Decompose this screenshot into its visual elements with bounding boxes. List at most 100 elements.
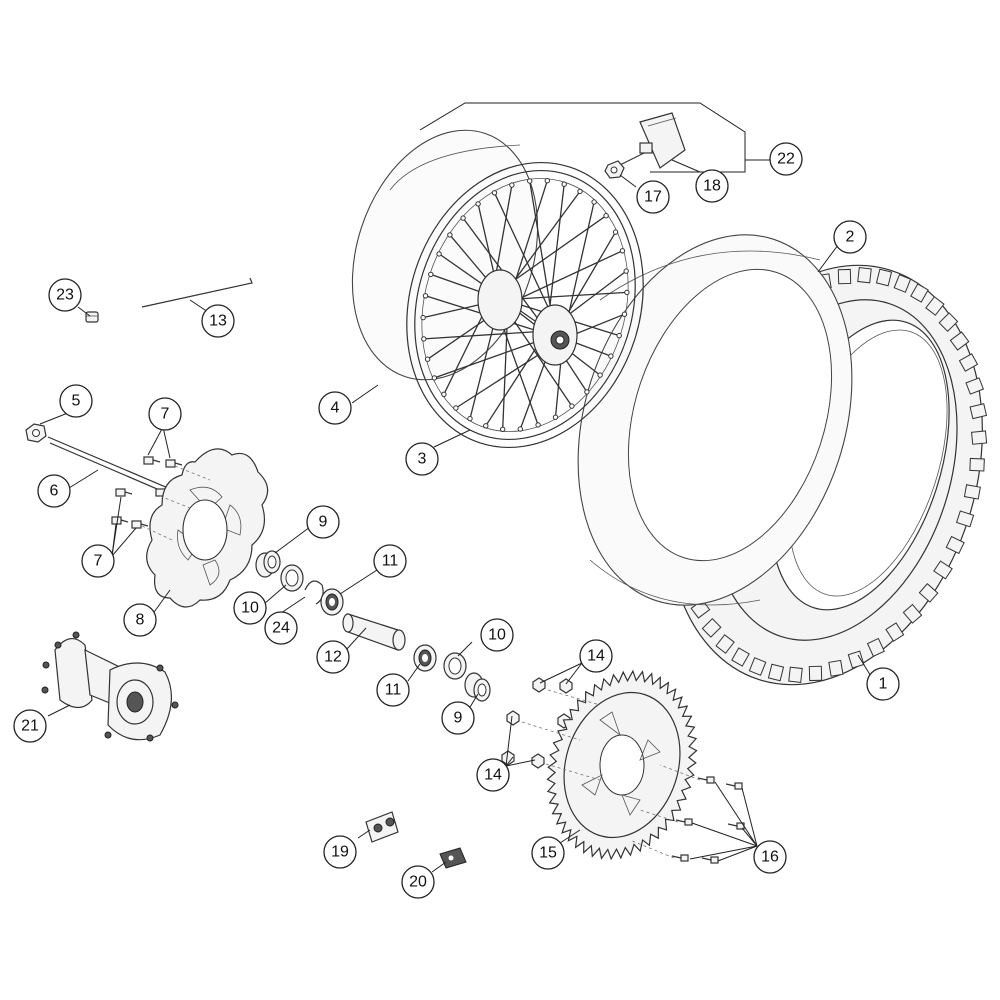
svg-text:24: 24 [272, 620, 290, 637]
rear-hub [41, 631, 179, 742]
callout-1: 1 [866, 667, 900, 701]
rim-lock-nut [604, 160, 625, 179]
leader-lines [39, 102, 873, 873]
tread-knob [955, 510, 975, 528]
spoke-nipple [597, 372, 603, 378]
spoke-nipple [624, 289, 630, 296]
callout-15: 15 [531, 836, 565, 870]
callout-5: 5 [59, 384, 93, 418]
svg-text:14: 14 [484, 767, 502, 784]
svg-text:4: 4 [331, 400, 340, 417]
spoke-nipple [616, 332, 622, 339]
callout-23: 23 [48, 278, 82, 312]
spoke-nipple [591, 199, 597, 205]
tread-knob [857, 267, 872, 284]
callout-10-right: 10 [480, 618, 514, 652]
tread-knob [925, 296, 945, 316]
callout-6: 6 [37, 474, 71, 508]
spoke-rod [141, 277, 253, 308]
spoke-nipple [500, 426, 506, 432]
rim-lock [619, 112, 686, 169]
spoke-nipple [517, 426, 523, 432]
tread-knob [949, 331, 970, 351]
tread-knob [965, 377, 985, 395]
spoke-nipple [453, 405, 459, 411]
svg-text:11: 11 [382, 553, 399, 570]
spoke-nipple [509, 182, 515, 188]
tread-knob [837, 268, 852, 285]
tread-knob [715, 634, 735, 654]
tread-knob [767, 663, 785, 682]
callout-17: 17 [636, 180, 670, 214]
svg-text:7: 7 [94, 553, 103, 570]
chain-clip [439, 847, 467, 869]
spoke [507, 250, 623, 305]
spoke-nipple [612, 229, 619, 235]
tread-knob [788, 666, 803, 683]
tread-knob [910, 283, 929, 303]
callout-20: 20 [401, 865, 435, 899]
seal-left [280, 564, 304, 592]
spoke-nipple [608, 353, 614, 359]
tread-knob [969, 403, 988, 420]
callout-11-bottom: 11 [376, 673, 410, 707]
spoke-nipple [552, 414, 559, 420]
spoke-nipple [584, 389, 590, 395]
sprocket-bolts [671, 776, 745, 864]
spoke-nipple [619, 248, 626, 254]
valve-nut [85, 311, 99, 323]
spoke-nipples [420, 178, 630, 432]
spoke-nipple [623, 268, 629, 274]
svg-text:11: 11 [385, 682, 402, 699]
svg-text:6: 6 [50, 483, 59, 500]
tread-knob [969, 457, 985, 472]
svg-text:14: 14 [587, 648, 605, 665]
callout-12: 12 [316, 640, 350, 674]
svg-text:22: 22 [777, 151, 795, 168]
callout-18: 18 [695, 169, 729, 203]
callout-19: 19 [323, 835, 357, 869]
tread-knob [808, 665, 823, 682]
spoke-nipple [424, 356, 431, 362]
svg-text:12: 12 [324, 649, 342, 666]
callout-2: 2 [833, 220, 867, 254]
svg-text:2: 2 [846, 229, 855, 246]
inner-tube [577, 234, 853, 606]
bearing-left [320, 588, 344, 616]
circlip [304, 580, 324, 605]
tread-knob [748, 657, 767, 676]
spoke-nipple [561, 181, 567, 187]
tread-knob [971, 430, 988, 445]
sprocket [546, 669, 698, 861]
spoke-nipple [428, 271, 434, 278]
tread-knob [885, 622, 905, 642]
svg-text:15: 15 [539, 845, 557, 862]
svg-text:19: 19 [331, 844, 349, 861]
svg-text:20: 20 [409, 874, 427, 891]
spoke-nipple [422, 293, 429, 299]
spoke-nipple [544, 178, 550, 184]
svg-text:17: 17 [644, 189, 662, 206]
spoke-nipple [475, 201, 481, 207]
callout-21: 21 [13, 709, 47, 743]
chain-link [365, 811, 399, 843]
callout-9-bottom: 9 [441, 701, 475, 735]
callout-13: 13 [201, 304, 235, 338]
callout-8: 8 [123, 603, 157, 637]
spoke-nipple [527, 178, 533, 184]
spoke-nipple [483, 423, 489, 429]
svg-text:9: 9 [319, 514, 328, 531]
callout-3: 3 [405, 442, 439, 476]
spacer-right [464, 672, 491, 702]
spoke-nipple [621, 311, 628, 317]
spoke-nipple [420, 314, 426, 321]
callout-22: 22 [769, 142, 803, 176]
spoke-nipple [436, 251, 442, 257]
tread-knob [731, 647, 750, 667]
spoke-nipple [603, 213, 609, 219]
tread-knob [933, 560, 953, 580]
tread-knob [701, 618, 722, 638]
spoke-nipple [441, 391, 447, 397]
